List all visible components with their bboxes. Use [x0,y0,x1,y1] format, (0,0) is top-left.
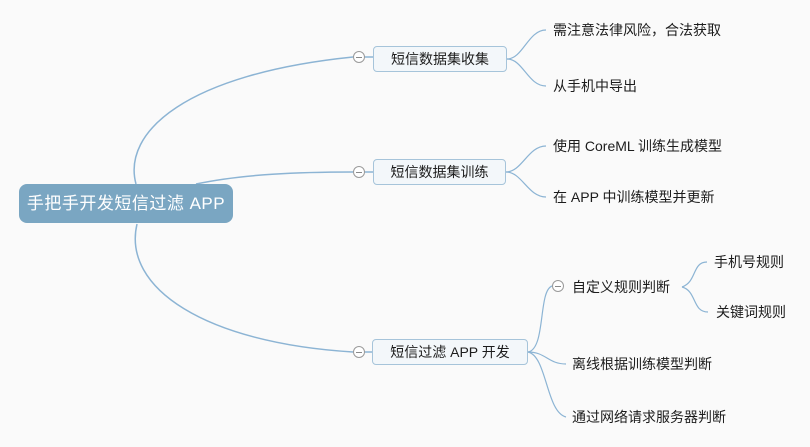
node-phone-number-rule[interactable]: 手机号规则 [714,254,784,270]
edge-rules-to-phone-number [681,261,708,288]
node-server-request-judgement[interactable]: 通过网络请求服务器判断 [572,409,726,425]
collapse-minus-icon-app-development[interactable] [353,346,365,358]
edge-training-to-in-app [505,171,547,198]
edge-training-to-coreml [505,145,547,173]
edge-dev-to-server-request [527,351,567,418]
collapse-minus-icon-custom-rules[interactable] [552,280,564,292]
node-offline-model-judgement[interactable]: 离线根据训练模型判断 [572,356,712,372]
edge-root-to-dataset-collection [133,56,354,185]
collapse-minus-icon-dataset-training[interactable] [353,166,365,178]
edge-dev-to-offline-model [527,351,567,365]
node-custom-rule-judgement[interactable]: 自定义规则判断 [572,279,670,295]
edge-collection-to-legal-risk [506,29,547,60]
edge-dev-to-custom-rules [527,285,553,353]
node-sms-filter-app-development[interactable]: 短信过滤 APP 开发 [372,339,528,365]
node-sms-dataset-training[interactable]: 短信数据集训练 [373,159,506,185]
edge-root-to-app-development [134,223,354,353]
node-sms-dataset-collection[interactable]: 短信数据集收集 [373,46,507,72]
node-coreml-train-model[interactable]: 使用 CoreML 训练生成模型 [553,138,723,154]
edge-collection-to-export [506,58,547,87]
node-keyword-rule[interactable]: 关键词规则 [716,304,786,320]
node-train-in-app-update[interactable]: 在 APP 中训练模型并更新 [553,189,715,205]
edge-rules-to-keyword [681,286,709,313]
node-export-from-phone[interactable]: 从手机中导出 [553,78,637,94]
root-node-sms-filter-app[interactable]: 手把手开发短信过滤 APP [19,184,233,223]
collapse-minus-icon-dataset-collection[interactable] [353,51,365,63]
node-legal-risk-note[interactable]: 需注意法律风险，合法获取 [553,22,721,38]
edge-root-to-dataset-training [195,171,354,185]
